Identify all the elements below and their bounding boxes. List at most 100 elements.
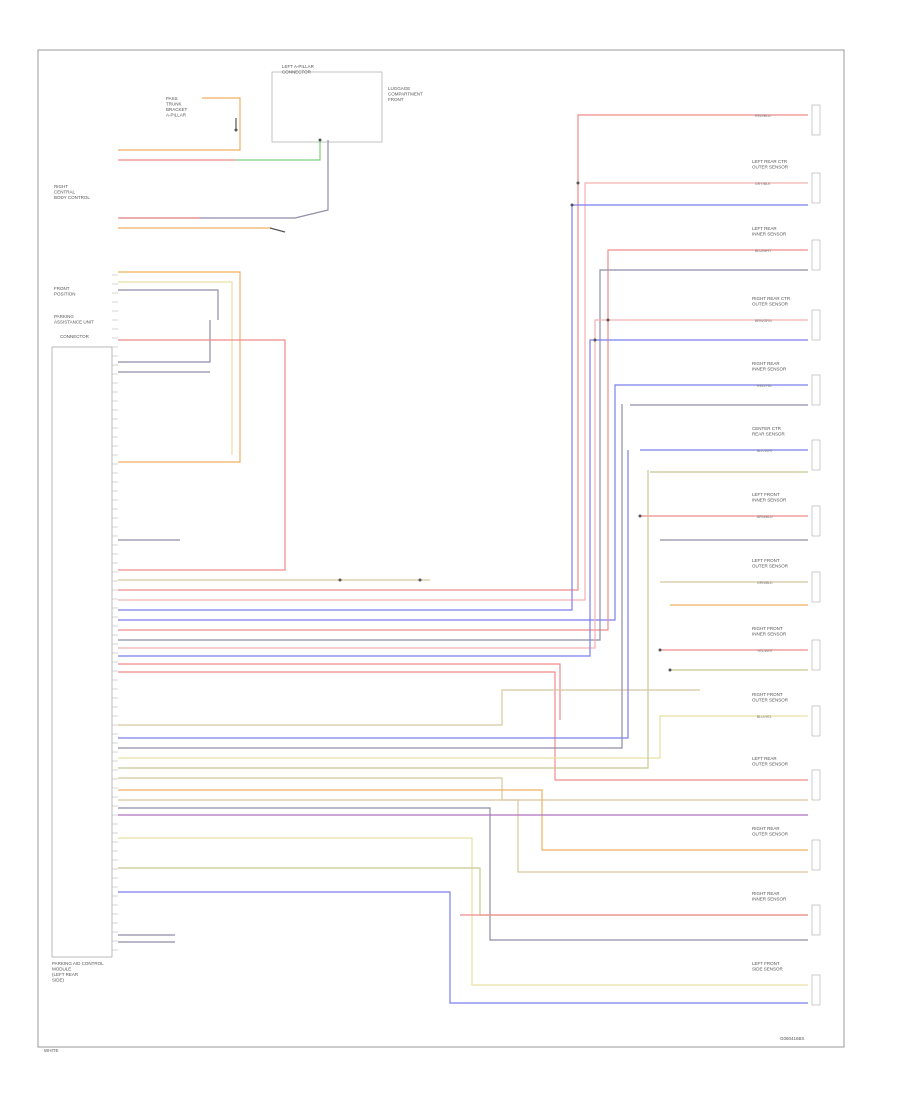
wire-0 [118, 97, 241, 151]
right-connector-12 [811, 904, 821, 936]
left-label-3-line: ASSISTANCE UNIT [54, 320, 94, 325]
left-label-0-line: A-PILLAR [166, 113, 187, 118]
wire-2 [236, 140, 321, 161]
wire-group [118, 97, 808, 1004]
right-connector-2 [811, 239, 821, 271]
wire-label-7: GRN/BLK [757, 581, 773, 585]
right-connector-3 [811, 309, 821, 341]
right-connector-4 [811, 374, 821, 406]
junction-dot-4 [606, 318, 610, 322]
wire-45 [118, 837, 808, 986]
left-label-0-line: TRUNK [166, 102, 182, 107]
top-label-1-line: LUGGAGE [388, 86, 410, 91]
right-label-0-line: OUTER SENSOR [752, 165, 789, 170]
left-label-1-line: RIGHT [54, 184, 68, 189]
wire-36 [118, 450, 629, 739]
right-label-4-line: REAR SENSOR [752, 432, 786, 437]
left-label-0-line: BRACKET [166, 107, 188, 112]
right-label-12-line: SIDE SENSOR [752, 967, 784, 972]
pin-group [112, 274, 118, 951]
right-connector-1 [811, 172, 821, 204]
right-connector-0 [811, 104, 821, 136]
wire-label-6: BRN/BLU [757, 515, 773, 519]
wire-label-0: RED/BLU [755, 114, 771, 118]
right-label-11-line: RIGHT REAR [752, 891, 780, 896]
wire-label-5: BLK/WHT [757, 449, 774, 453]
wire-11 [118, 320, 211, 363]
left-label-3-line: PARKING [54, 314, 74, 319]
wire-37 [118, 404, 623, 749]
right-label-8-line: RIGHT FRONT [752, 692, 783, 697]
left-label-0-line: PASS [166, 96, 178, 101]
right-label-6-line: LEFT FRONT [752, 558, 780, 563]
junction-dot-2 [576, 181, 580, 185]
right-label-2-line: OUTER SENSOR [752, 302, 789, 307]
right-connector-6 [811, 505, 821, 537]
footer-left-label: WHITE [44, 1048, 59, 1053]
junction-dot-9 [338, 578, 342, 582]
wire-14 [118, 339, 286, 571]
wire-17 [118, 182, 808, 601]
wire-20 [118, 249, 808, 631]
wire-24 [118, 663, 561, 720]
right-label-0-line: LEFT REAR CTR [752, 159, 788, 164]
left-label-2-line: POSITION [54, 292, 76, 297]
left-label-1-line: CENTRAL [54, 190, 76, 195]
right-label-7-line: RIGHT FRONT [752, 626, 783, 631]
connector-group [234, 104, 821, 1006]
top-label-1-line: COMPARTMENT [388, 92, 423, 97]
left-label-5-line: SIDE) [52, 978, 65, 983]
wire-35 [118, 689, 700, 726]
wire-21 [118, 269, 808, 641]
junction-dot-3 [570, 203, 574, 207]
wire-43 [118, 807, 808, 941]
right-label-10-line: OUTER SENSOR [752, 832, 789, 837]
wire-label-8: YEL/WHT [757, 649, 774, 653]
wire-23 [118, 339, 808, 657]
right-label-3-line: INNER SENSOR [752, 367, 787, 372]
top-label-0-line: LEFT A-PILLAR [282, 64, 315, 69]
left-label-4: CONNECTOR [60, 334, 90, 339]
left-label-5-line: PARKING AID CONTROL [52, 961, 104, 966]
junction-dot-5 [593, 338, 597, 342]
wire-42 [118, 799, 808, 873]
top-label-0-line: CONNECTOR [282, 70, 312, 75]
wire-22 [118, 319, 808, 649]
right-label-8-line: OUTER SENSOR [752, 698, 789, 703]
left-label-5-line: MODULE [52, 967, 71, 972]
footer-right-label: G060416BX [780, 1036, 805, 1041]
wire-19 [118, 384, 808, 621]
right-label-5-line: LEFT FRONT [752, 492, 780, 497]
right-connector-5 [811, 439, 821, 471]
right-connector-8 [811, 639, 821, 671]
wire-41 [118, 789, 808, 851]
right-label-6-line: OUTER SENSOR [752, 564, 789, 569]
control-module-box [51, 346, 113, 958]
right-label-10-line: RIGHT REAR [752, 826, 780, 831]
right-connector-13 [811, 974, 821, 1006]
right-connector-10 [811, 769, 821, 801]
wire-label-9: BLU/YEL [757, 715, 772, 719]
junction-dot-7 [658, 648, 662, 652]
wire-4 [120, 140, 329, 219]
right-label-1-line: LEFT REAR [752, 226, 777, 231]
wire-39 [118, 470, 649, 769]
right-label-12-line: LEFT FRONT [752, 961, 780, 966]
